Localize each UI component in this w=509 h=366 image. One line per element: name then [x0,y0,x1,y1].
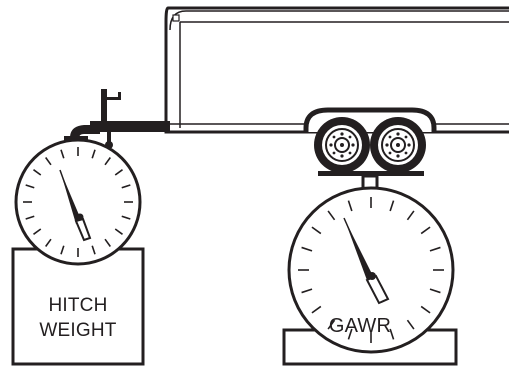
hitch-gauge-tick [91,149,96,159]
hitch-gauge-tick [33,169,42,176]
wheel-left [314,117,370,173]
hitch-gauge-pivot [76,213,84,221]
hitch-gauge-tick [114,228,123,235]
wheel-left-bolts [329,132,355,158]
gawr-gauge-tick [327,319,336,330]
gawr-gauge-tick [429,288,441,294]
jack-leg [107,125,111,143]
gawr-gauge-tick [311,226,322,235]
hitch-scale-base [11,247,145,366]
gawr-label: GAWR [329,315,391,337]
gawr-gauge-tick [429,246,441,252]
wheel-right [370,117,426,173]
hitch-gauge-tick [114,169,123,176]
gawr-gauge-tick [327,210,336,221]
gawr-gauge-dial [287,186,455,354]
gawr-gauge-tick [406,319,415,330]
hitch-weight-label-line1: HITCH [48,295,107,316]
hitch-weight-label-line2: WEIGHT [39,320,116,341]
hitch-gauge-dial [14,138,142,266]
hitch-gauge-tick [45,157,52,166]
gawr-gauge-tick [347,328,353,340]
hitch-gauge-tick [33,228,42,235]
coupler-pad [64,136,88,141]
gawr-gauge-tick [311,305,322,314]
hitch-gauge-tick [121,184,131,189]
hitch-gauge-tick [104,238,111,247]
gawr-gauge-tick [389,328,395,340]
hitch-gauge-tick [60,149,65,159]
gawr-gauge-tick [420,226,431,235]
hitch-gauge-tick [91,245,96,255]
gawr-gauge-tick [420,305,431,314]
hitch-gauge-tick [25,215,35,220]
gawr-gauge-tick [301,288,313,294]
gawr-gauge-pivot [368,272,376,280]
gawr-gauge-ticks [298,197,444,343]
hitch-gauge-tick [104,157,111,166]
trailer-nose-marker [172,14,180,22]
hitch-weight-gauge [14,138,142,266]
jack-handle-base [107,97,121,100]
hitch-gauge-ticks [23,147,133,257]
jack-handle [118,92,121,100]
hitch-gauge-tick [25,184,35,189]
hitch-gauge-needle-line [59,169,80,224]
hitch-gauge-tick [60,245,65,255]
gawr-gauge: GAWR [287,186,455,354]
hitch-gauge-tick [45,238,52,247]
gawr-gauge-tick [347,200,353,212]
gawr-gauge-tick [406,210,415,221]
jack-post [101,89,107,125]
gawr-gauge-tick [389,200,395,212]
axle-scale-platform [318,171,424,176]
hitch-coupler [70,125,100,138]
wheel-right-bolts [385,132,411,158]
gawr-gauge-needle-line [343,217,373,282]
trailer-tongue [64,89,170,149]
gawr-gauge-tick [301,246,313,252]
hitch-gauge-tick [121,215,131,220]
